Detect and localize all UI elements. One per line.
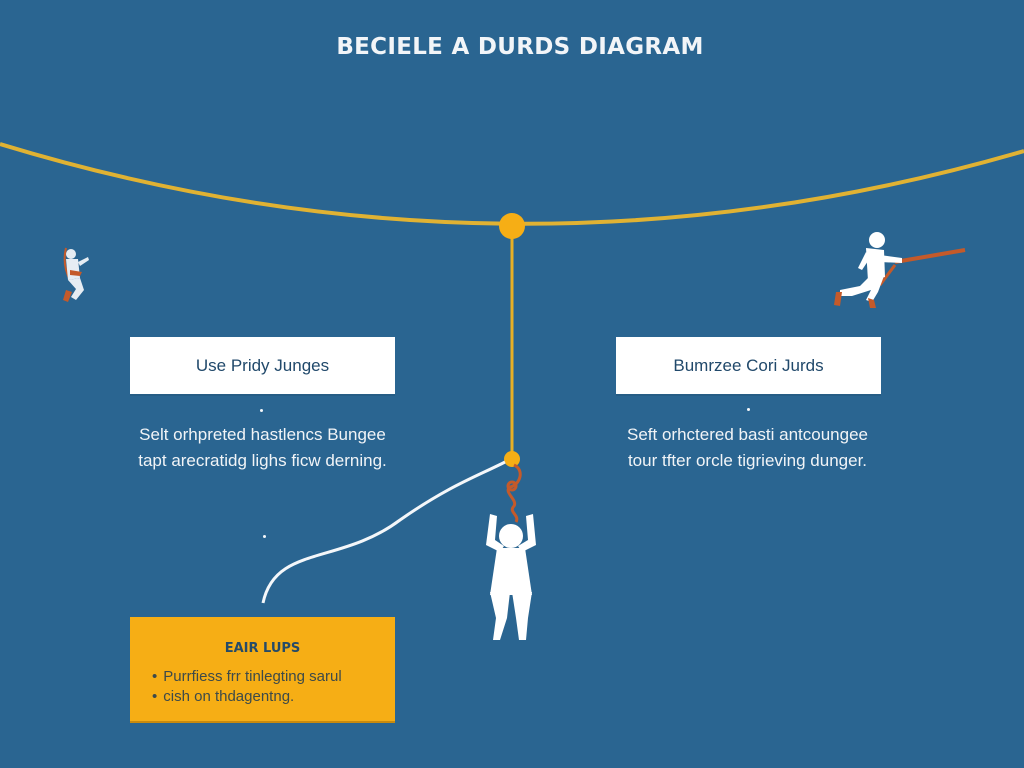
right-description: Seft orhctered basti antcoungee tour tft… — [605, 422, 890, 474]
left-cord-dot — [263, 535, 266, 538]
right-connector-dot — [747, 408, 750, 411]
note-list: Purrfiess frr tinlegting sarul cish on t… — [152, 667, 342, 707]
left-label-box: Use Pridy Junges — [130, 337, 395, 394]
diagram-title: BECIELE A DURDS DIAGRAM — [336, 34, 704, 60]
note-list-item: Purrfiess frr tinlegting sarul — [152, 667, 341, 687]
left-description-line: Selt orhpreted hastlencs Bungee — [139, 425, 386, 444]
knotted-cord-icon — [506, 463, 522, 523]
right-description-line: Seft orhctered basti antcoungee — [627, 425, 868, 444]
jumper-left-icon — [63, 247, 89, 302]
top-anchor-icon — [499, 213, 525, 239]
right-label-text: Bumrzee Cori Jurds — [673, 355, 824, 375]
right-description-line: tour tfter orcle tigrieving dunger. — [627, 451, 868, 470]
note-box: EAIR LUPS Purrfiess frr tinlegting sarul… — [130, 617, 395, 723]
bungee-cord-curve — [261, 460, 506, 604]
note-list-item: cish on thdagentng. — [152, 687, 342, 707]
runner-right-icon — [834, 232, 966, 308]
left-connector-dot — [260, 409, 263, 412]
right-label-box: Bumrzee Cori Jurds — [616, 337, 881, 394]
left-label-text: Use Pridy Junges — [195, 355, 330, 375]
pulley-anchor-icon — [504, 451, 520, 467]
left-description: Selt orhpreted hastlencs Bungee tapt are… — [120, 422, 405, 474]
overhead-cable — [0, 142, 1024, 226]
note-title: EAIR LUPS — [224, 641, 301, 656]
hanging-person-icon — [486, 514, 536, 640]
left-description-line: tapt arecratidg lighs ficw derning. — [138, 451, 387, 470]
